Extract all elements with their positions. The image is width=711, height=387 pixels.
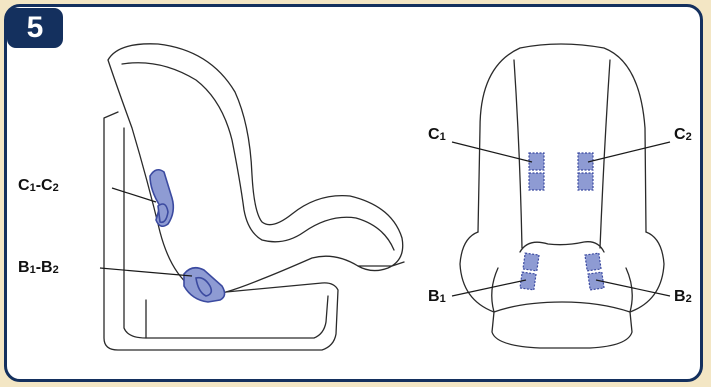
pad-c1-lower [528, 172, 545, 191]
front-right-wing [629, 231, 665, 313]
side-seat-edge [357, 261, 405, 267]
pad-b1-upper [522, 252, 540, 272]
leader-b1 [451, 279, 527, 297]
side-clip-c-lower [157, 203, 169, 224]
side-shell-inner [123, 127, 329, 339]
front-lap-curve [519, 241, 605, 253]
leader-c2 [587, 141, 671, 163]
pad-c1-upper [528, 152, 545, 171]
front-back-outline [477, 43, 647, 233]
front-lower-right-cushion [625, 267, 633, 313]
front-left-wing [459, 231, 495, 313]
pad-b2-upper [584, 252, 602, 272]
label-side-c1-c2: C1-C2 [18, 177, 59, 194]
pad-c2-lower [577, 172, 594, 191]
front-left-strap-seam [513, 59, 523, 249]
side-cushion [107, 43, 404, 295]
label-front-c2: C2 [674, 126, 692, 143]
front-right-strap-seam [599, 59, 611, 249]
side-cushion-seam [121, 62, 395, 251]
panel-frame [4, 4, 703, 382]
pad-b2-lower [587, 271, 605, 291]
leader-c1 [451, 141, 533, 163]
front-seat-base [491, 301, 633, 349]
side-clip-b-inner [195, 276, 213, 297]
side-view-seat [99, 43, 405, 351]
pad-b1-lower [519, 271, 537, 291]
label-side-b1-b2: B1-B2 [18, 259, 59, 276]
leader-side-upper [111, 187, 157, 203]
pad-c2-upper [577, 152, 594, 171]
front-view-seat [451, 43, 671, 349]
label-front-b1: B1 [428, 288, 446, 305]
front-lower-left-cushion [491, 267, 499, 313]
label-front-b2: B2 [674, 288, 692, 305]
step-badge: 5 [7, 8, 63, 48]
side-shell-outer [103, 111, 339, 351]
leader-side-lower [99, 267, 193, 277]
label-front-c1: C1 [428, 126, 446, 143]
leader-b2 [595, 279, 671, 297]
